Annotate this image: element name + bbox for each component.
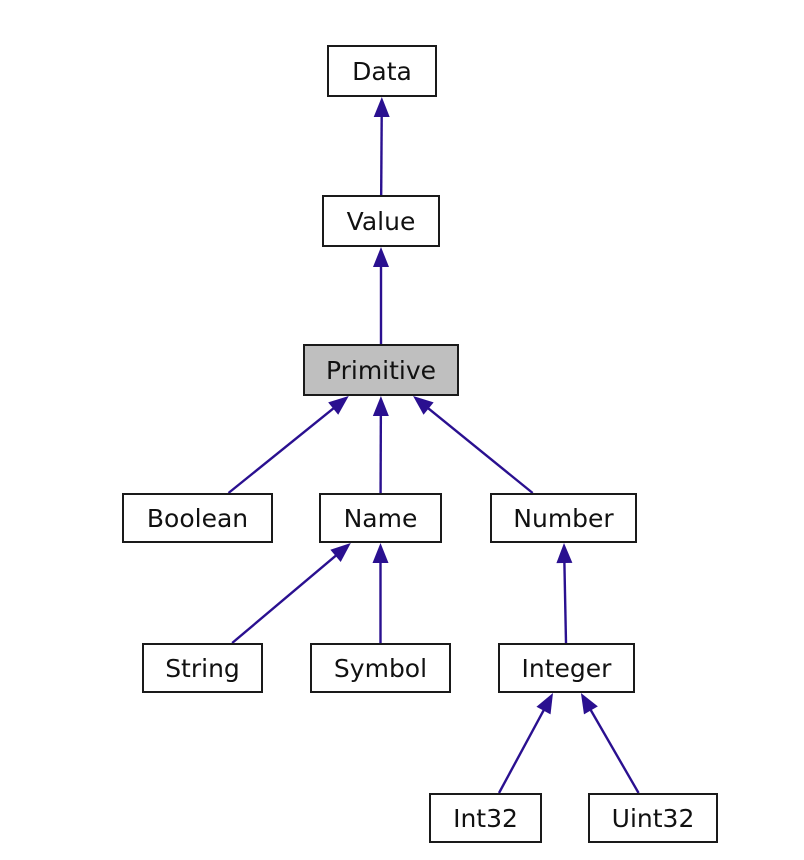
inheritance-arrow-symbol-to-name [372, 543, 389, 643]
node-label: Data [352, 56, 412, 86]
inheritance-arrow-integer-to-number [556, 543, 573, 644]
node-number[interactable]: Number [490, 493, 637, 543]
node-label: Primitive [325, 355, 437, 385]
inheritance-arrow-value-to-data [373, 97, 390, 196]
node-label: String [165, 653, 240, 683]
inheritance-arrow-int32-to-integer [497, 693, 553, 794]
inheritance-arrow-uint32-to-integer [580, 693, 640, 794]
node-data[interactable]: Data [327, 45, 437, 97]
inheritance-arrow-string-to-name [231, 543, 351, 644]
node-int32[interactable]: Int32 [429, 793, 542, 843]
node-label: Name [343, 503, 418, 533]
node-label: Integer [521, 653, 612, 683]
node-primitive: Primitive [303, 344, 459, 396]
node-value[interactable]: Value [322, 195, 440, 247]
inheritance-arrow-name-to-primitive [372, 396, 389, 494]
node-integer[interactable]: Integer [498, 643, 635, 693]
node-label: Int32 [453, 803, 518, 833]
node-string[interactable]: String [142, 643, 263, 693]
node-label: Symbol [333, 653, 428, 683]
node-boolean[interactable]: Boolean [122, 493, 273, 543]
node-symbol[interactable]: Symbol [310, 643, 451, 693]
node-name[interactable]: Name [319, 493, 442, 543]
node-label: Uint32 [611, 803, 695, 833]
node-label: Value [346, 206, 416, 236]
node-uint32[interactable]: Uint32 [588, 793, 718, 843]
inheritance-arrow-number-to-primitive [413, 396, 534, 494]
node-label: Boolean [146, 503, 249, 533]
inheritance-arrow-primitive-to-value [373, 247, 389, 344]
node-label: Number [513, 503, 614, 533]
inheritance-arrow-boolean-to-primitive [227, 396, 349, 494]
